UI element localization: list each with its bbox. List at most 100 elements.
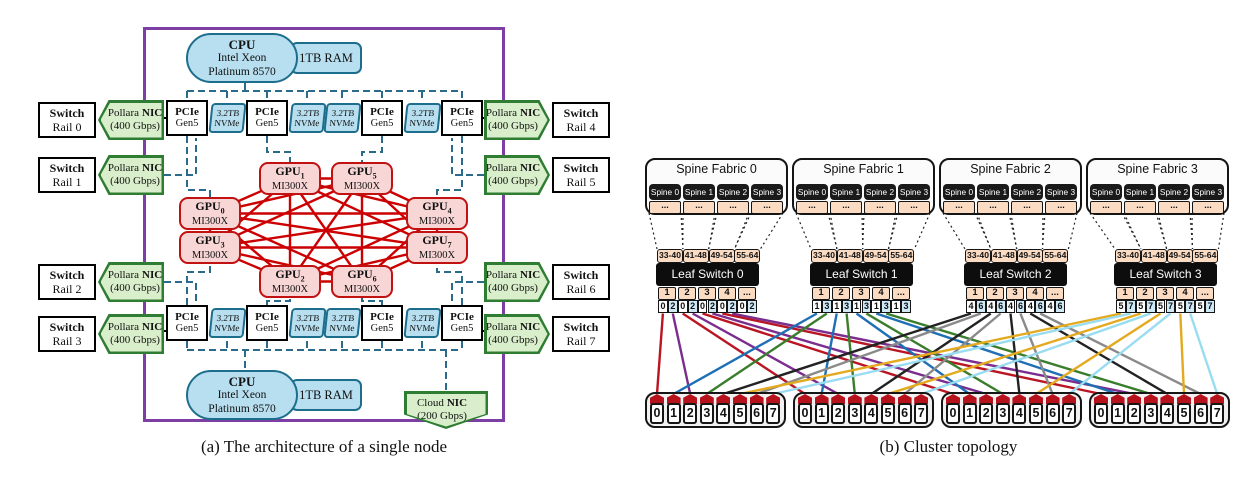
nic-hat-icon	[683, 394, 698, 404]
leaf-1-rail-port: 1	[891, 300, 902, 313]
leaf-1-rail-port: 1	[812, 300, 822, 313]
nvme-size-label: 3.2TB	[296, 312, 320, 323]
rail-label: Rail 3	[52, 334, 82, 348]
gpu-label: GPU	[347, 163, 373, 178]
gpu-index: 6	[372, 274, 377, 284]
node-1-nic-0: 0	[798, 403, 812, 424]
spine-0-box: Spine 0	[796, 184, 828, 200]
port-group-label: 41-48	[682, 249, 709, 263]
node-0-nic-2: 2	[683, 403, 698, 424]
nic-hat-icon	[749, 394, 764, 404]
pcie-gen-label: Gen5	[175, 323, 199, 335]
nic-hat-icon	[1127, 394, 1142, 404]
node-3-nic-6: 6	[1193, 403, 1208, 424]
nic-brand: Pollara	[107, 106, 139, 119]
leaf-2-rail-port: 6	[1055, 300, 1065, 313]
leaf-0-rail-port: 0	[697, 300, 708, 313]
leaf-0-rail-port: 0	[717, 300, 728, 313]
nic-label: NIC	[142, 268, 163, 281]
leaf-3-rail-port: 5	[1195, 300, 1206, 313]
spine-2-box: Spine 2	[864, 184, 896, 200]
gpu-label: GPU	[347, 266, 373, 281]
spine-1-box: Spine 1	[683, 184, 715, 200]
gpu-name: GPU7	[422, 233, 451, 250]
nvme-label: NVMe	[213, 323, 240, 333]
node-1-nic-1: 1	[814, 403, 829, 424]
spine-ellipsis: ...	[1045, 201, 1077, 214]
nic-hat-icon	[1143, 394, 1158, 404]
spine-2-box: Spine 2	[1011, 184, 1043, 200]
nvme-size-label: 3.2TB	[331, 312, 355, 323]
switch-label: Switch	[49, 319, 85, 334]
leaf-0-rail-port: 2	[687, 300, 698, 313]
gpu-name: GPU4	[422, 198, 451, 216]
pcie-gen-label: Gen5	[175, 118, 199, 130]
pcie-label: PCIe	[175, 105, 199, 118]
pcie-label: PCIe	[370, 310, 394, 323]
node-3-nic-7: 7	[1210, 403, 1225, 424]
nic-brand: Pollara	[107, 161, 139, 174]
leaf-1-port: 1	[812, 287, 830, 300]
nvme-label: NVMe	[408, 118, 435, 128]
leaf-switch-1: Leaf Switch 1	[810, 263, 913, 286]
cpu-model-line2: Platinum 8570	[208, 65, 276, 78]
leaf-3-port: 2	[1136, 287, 1154, 300]
nic-hat-icon	[1094, 394, 1108, 404]
leaf-switch-3: Leaf Switch 3	[1114, 263, 1217, 286]
rail-label: Rail 0	[52, 120, 82, 134]
pcie-gen-label: Gen5	[370, 118, 394, 130]
leaf-2-port: 2	[986, 287, 1004, 300]
nic-brand: Pollara	[107, 320, 139, 333]
nvme-label: NVMe	[408, 323, 435, 333]
spine-3-box: Spine 3	[898, 184, 930, 200]
leaf-3-port: 3	[1156, 287, 1174, 300]
nvme-size-label: 3.2TB	[216, 312, 240, 323]
port-group-label: 33-40	[1115, 249, 1141, 263]
nic-brand: Pollara	[485, 161, 518, 174]
nic-hat-icon	[1045, 394, 1060, 404]
nic-rate: (400 Gbps)	[110, 120, 160, 132]
nic-hat-icon	[814, 394, 829, 404]
node-0-nic-1: 1	[666, 403, 681, 424]
port-group-label: 33-40	[965, 249, 991, 263]
spine-ellipsis: ...	[683, 201, 715, 214]
leaf-1-rail-port: 3	[881, 300, 892, 313]
nic-rate: (400 Gbps)	[110, 334, 160, 346]
nic-hat-icon	[1210, 394, 1225, 404]
leaf-2-rail-port: 6	[1015, 300, 1026, 313]
nic-hat-icon	[995, 394, 1010, 404]
port-group-label: 41-48	[990, 249, 1017, 263]
pcie-gen-label: Gen5	[255, 118, 279, 130]
spine-0-box: Spine 0	[649, 184, 681, 200]
ram-block-bottom: 1TB RAM	[290, 379, 362, 411]
nvme-size-label: 3.2TB	[216, 107, 240, 118]
pcie-gen-label: Gen5	[370, 323, 394, 335]
gpu-label: GPU	[422, 198, 448, 213]
rail-label: Rail 2	[52, 282, 82, 296]
gpu-model: MI300X	[271, 180, 309, 192]
switch-label: Switch	[563, 105, 599, 120]
leaf-1-port: ...	[892, 287, 910, 300]
spine-ellipsis: ...	[717, 201, 749, 214]
port-group-label: 41-48	[1140, 249, 1167, 263]
nic-brand: Pollara	[485, 268, 518, 281]
node-1-nic-6: 6	[897, 403, 912, 424]
leaf-switch-0: Leaf Switch 0	[656, 263, 759, 286]
node-3-nic-1: 1	[1110, 403, 1125, 424]
nic-hat-icon	[1160, 394, 1175, 404]
